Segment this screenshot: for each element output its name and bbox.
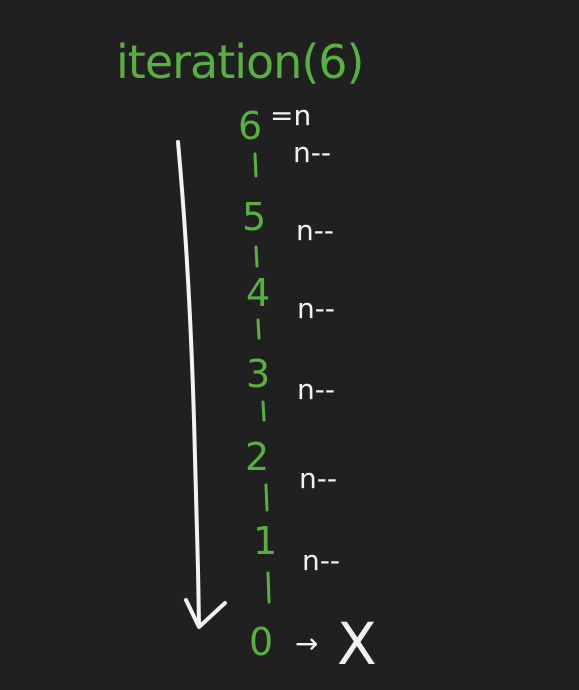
connector-4: [261, 400, 266, 422]
connector-5: [264, 483, 269, 512]
step-op: n--: [296, 214, 334, 247]
connector-1: [253, 152, 258, 178]
downward-arrow-shaft: [176, 140, 201, 628]
step-value: 3: [246, 352, 270, 396]
stop-mark: X: [337, 610, 377, 678]
connector-2: [254, 245, 259, 268]
step-value: 4: [246, 271, 270, 315]
title: iteration(6): [116, 35, 364, 89]
connector-6: [266, 571, 271, 604]
start-assignment: =n: [270, 99, 311, 132]
start-value: 6: [238, 104, 262, 148]
step-value: 1: [253, 519, 277, 563]
step-op: n--: [302, 544, 340, 577]
final-value: 0: [249, 620, 273, 664]
step-value: 2: [245, 435, 269, 479]
step-op: n--: [299, 462, 337, 495]
result-arrow: →: [295, 627, 318, 660]
step-op: n--: [293, 136, 331, 169]
connector-3: [256, 318, 261, 340]
downward-arrow-head: [184, 598, 227, 629]
step-value: 5: [242, 195, 266, 239]
step-op: n--: [297, 373, 335, 406]
step-op: n--: [297, 292, 335, 325]
